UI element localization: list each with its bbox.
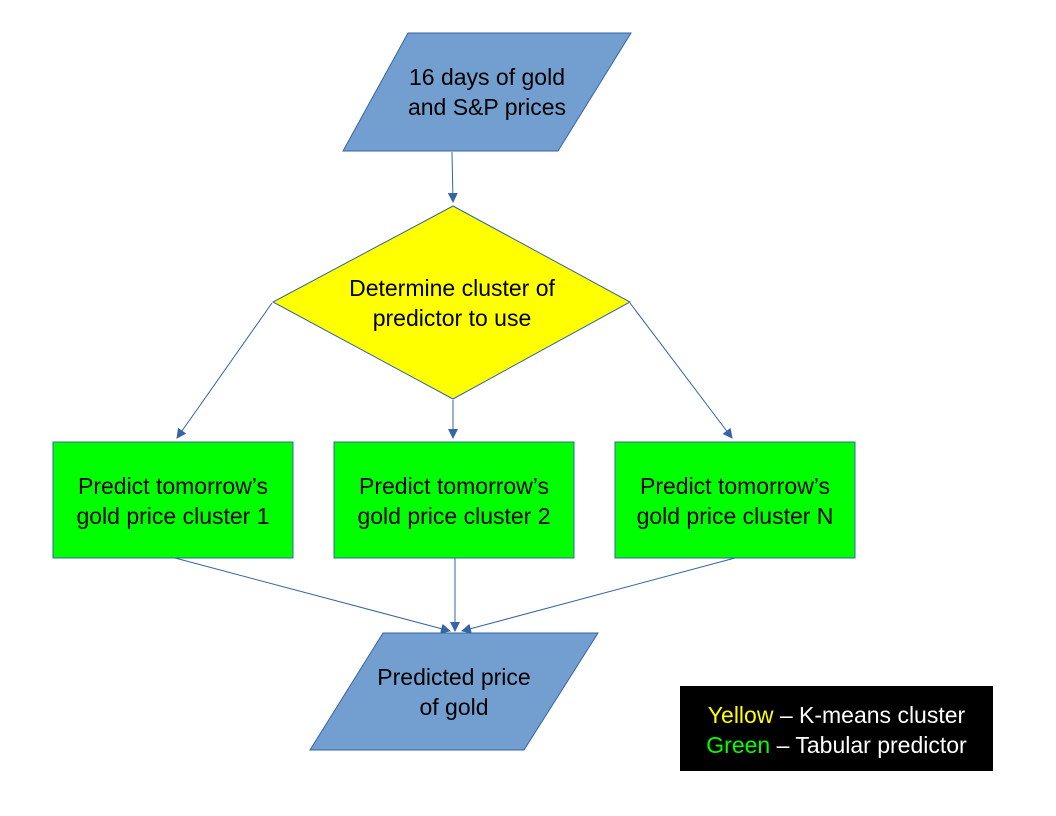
input-label-line-1: 16 days of gold (409, 64, 565, 90)
legend-yellow-word: Yellow (707, 702, 774, 728)
input-label-line-2: and S&P prices (408, 94, 566, 120)
decision-label-line-1: Determine cluster of (349, 275, 555, 301)
predictor-n-label-line-2: gold price cluster N (637, 503, 834, 529)
legend-green-word: Green (706, 732, 771, 758)
edge-input-to-decision (447, 151, 458, 203)
predictor-n-shape (614, 441, 856, 559)
edges (174, 151, 736, 634)
edge-decision-to-predictor-1 (176, 302, 273, 439)
edge-decision-to-predictor-n (629, 302, 733, 439)
decision-label-line-2: predictor to use (373, 305, 532, 331)
edge-predictor-1-to-output (174, 557, 451, 634)
predictor-node-2: Predict tomorrow’s gold price cluster 2 (333, 441, 575, 559)
output-label-line-2: of gold (419, 694, 488, 720)
legend-row-yellow: Yellow – K-means cluster (680, 700, 993, 730)
predictor-node-n: Predict tomorrow’s gold price cluster N (614, 441, 856, 559)
legend-green-description: – Tabular predictor (770, 732, 967, 758)
decision-node: Determine cluster of predictor to use (271, 205, 632, 400)
predictor-2-shape (333, 441, 575, 559)
predictor-node-1: Predict tomorrow’s gold price cluster 1 (52, 441, 294, 559)
input-shape (342, 32, 632, 152)
predictor-1-label-line-2: gold price cluster 1 (76, 503, 269, 529)
predictor-n-label-line-1: Predict tomorrow’s (640, 473, 830, 499)
output-node: Predicted price of gold (309, 632, 599, 751)
predictor-2-label-line-2: gold price cluster 2 (357, 503, 550, 529)
predictor-1-label-line-1: Predict tomorrow’s (78, 473, 268, 499)
predictor-1-shape (52, 441, 294, 559)
legend-row-green: Green – Tabular predictor (680, 730, 993, 760)
legend-yellow-description: – K-means cluster (773, 702, 966, 728)
decision-shape (271, 205, 632, 400)
output-label-line-1: Predicted price (377, 664, 530, 690)
predictor-2-label-line-1: Predict tomorrow’s (359, 473, 549, 499)
edge-predictor-n-to-output (461, 557, 736, 634)
input-node: 16 days of gold and S&P prices (342, 32, 632, 152)
output-shape (309, 632, 599, 751)
legend: Yellow – K-means cluster Green – Tabular… (680, 686, 993, 771)
